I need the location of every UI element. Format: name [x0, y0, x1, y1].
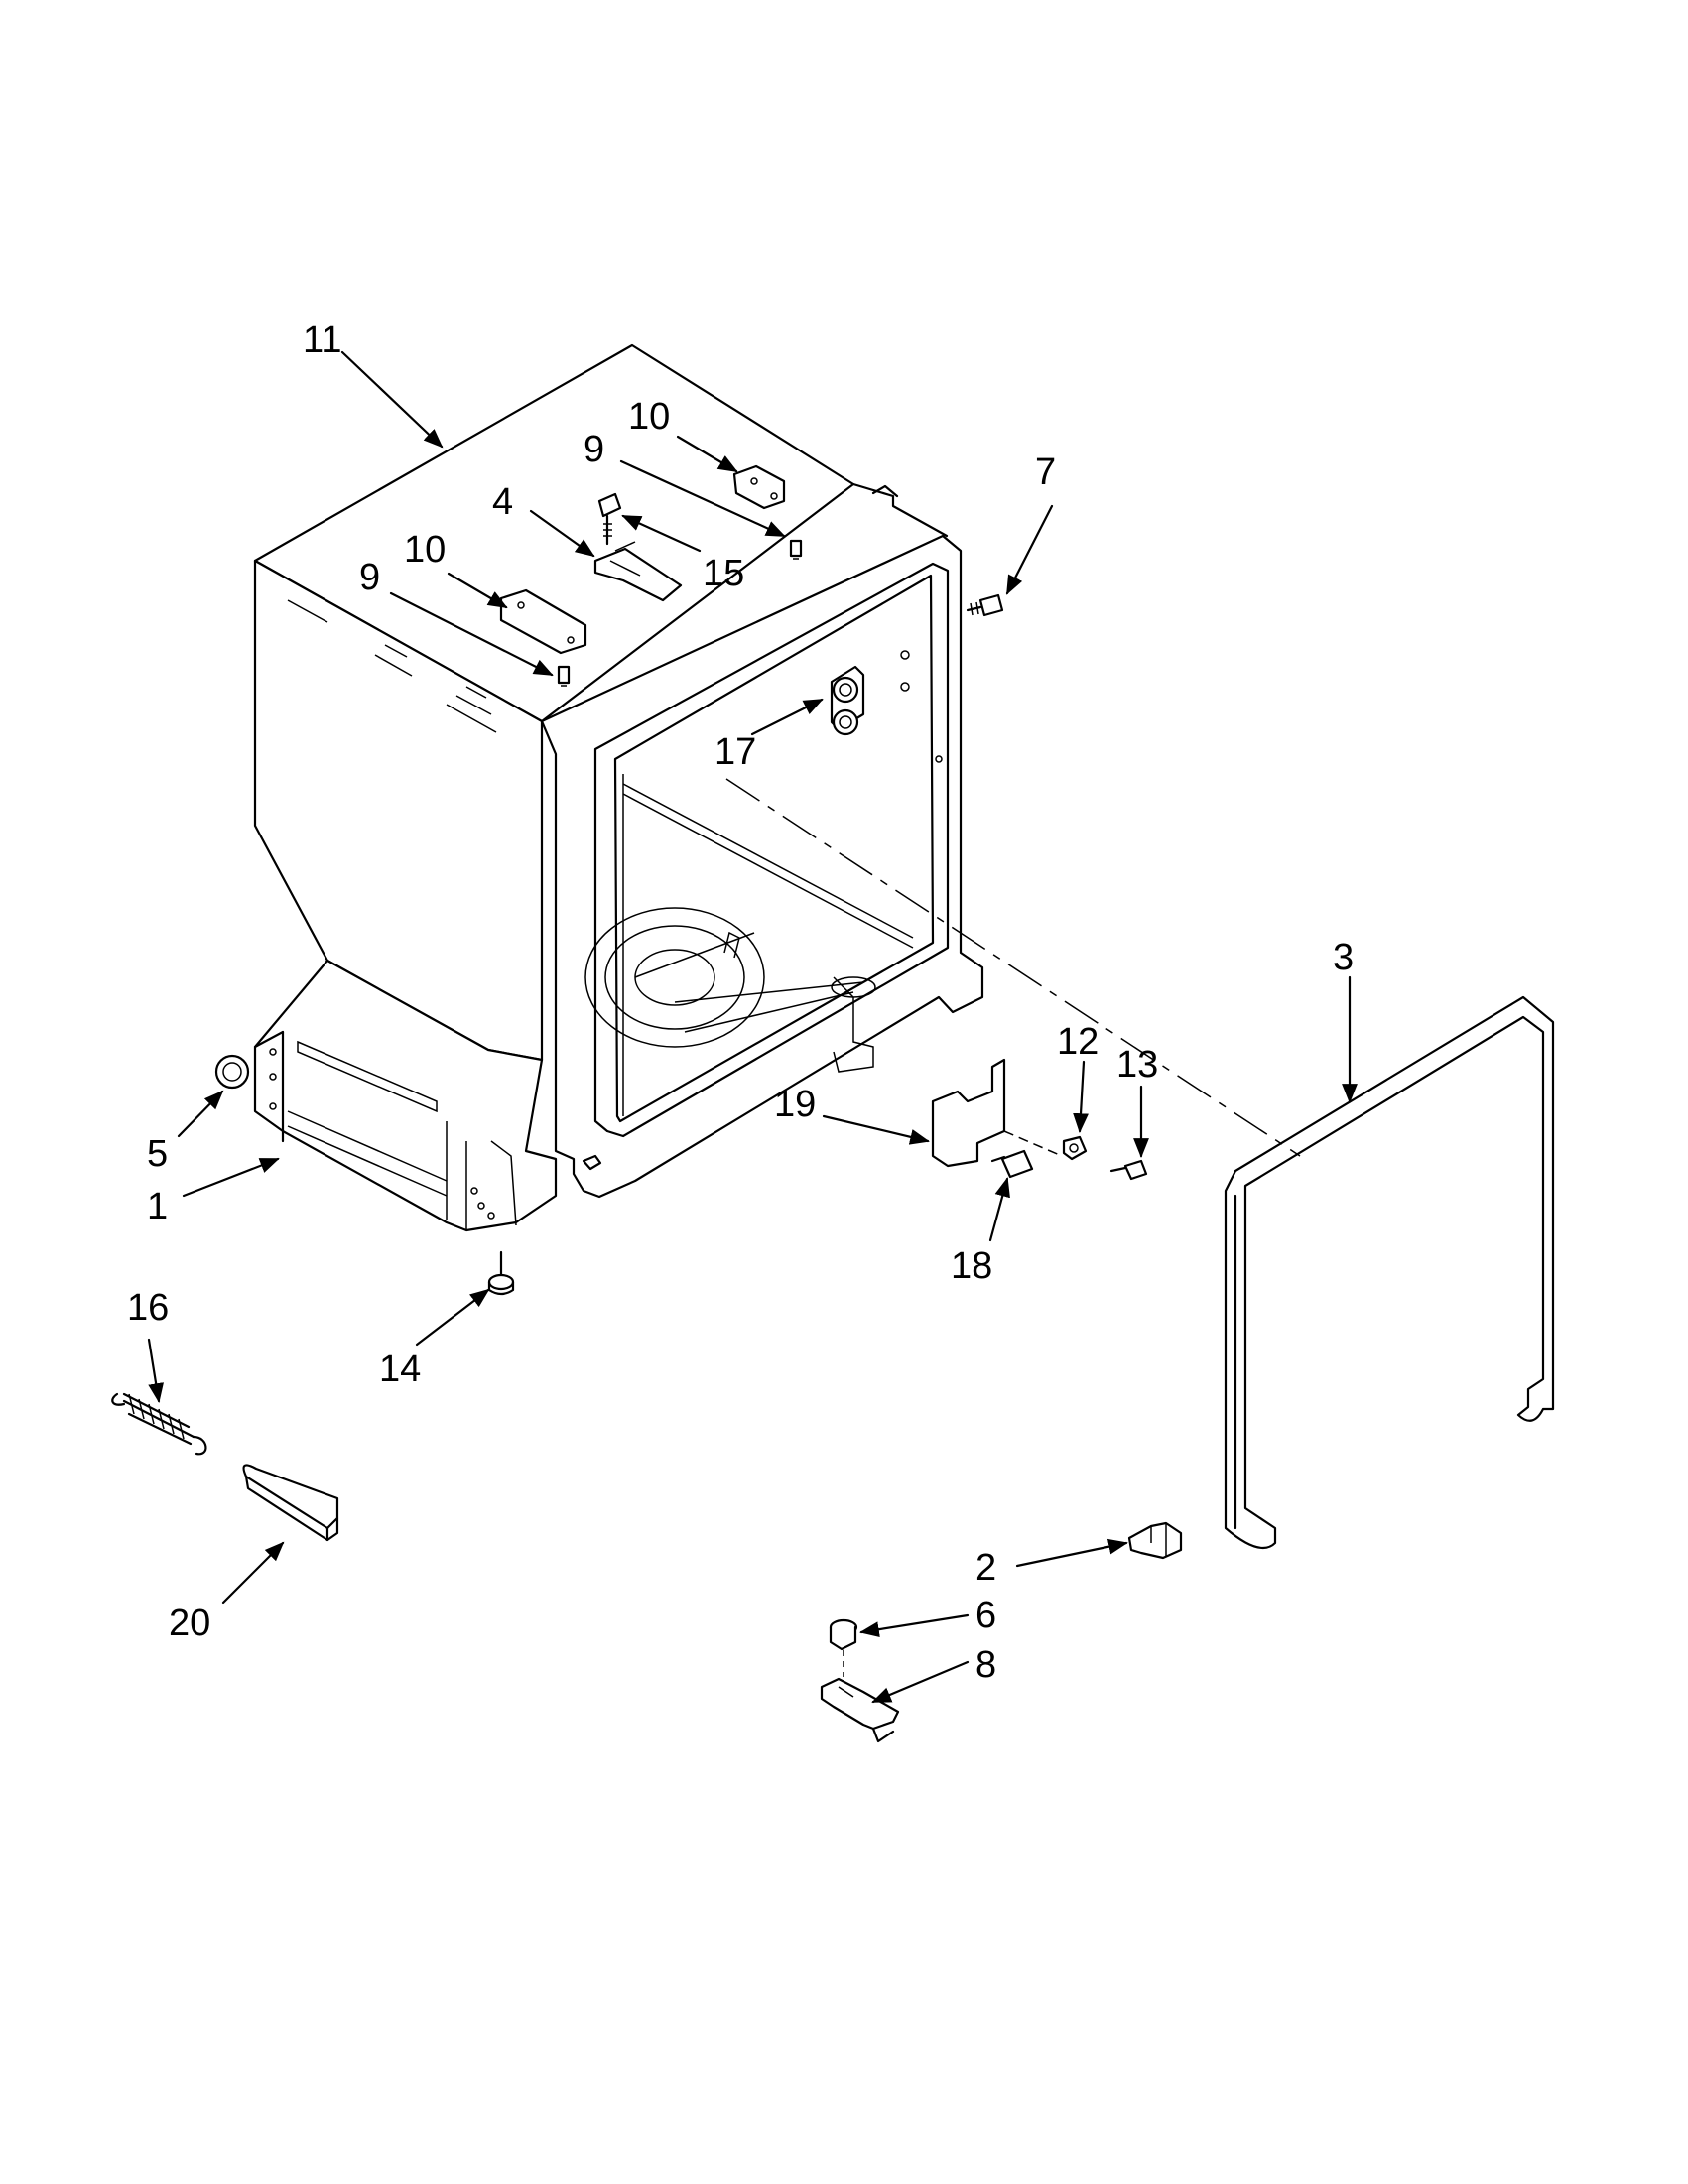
screw-part — [557, 665, 571, 687]
callout-9: 9 — [584, 429, 604, 470]
spring-part — [111, 1392, 207, 1456]
callout-11: 11 — [303, 320, 341, 361]
callout-10: 10 — [628, 396, 670, 438]
screw-part — [597, 492, 622, 546]
dishwasher-tub — [253, 343, 1301, 1232]
leader-arrow-6 — [859, 1613, 970, 1638]
leader-arrow-20 — [221, 1541, 285, 1605]
callout-8: 8 — [975, 1644, 996, 1686]
callout-12: 12 — [1057, 1021, 1099, 1063]
callout-labels: 11 10 9 7 4 15 10 9 17 3 12 13 19 5 1 18… — [127, 320, 1354, 1686]
callout-6: 6 — [975, 1595, 996, 1636]
nut-part — [214, 1054, 250, 1090]
mounting-bracket-part — [499, 588, 587, 655]
leader-lines — [147, 350, 1358, 1704]
callout-1: 1 — [147, 1186, 168, 1227]
callout-5: 5 — [147, 1133, 168, 1175]
leader-arrow-10b — [447, 572, 508, 609]
callout-19: 19 — [774, 1084, 816, 1125]
leader-arrow-14 — [415, 1288, 490, 1347]
leader-arrow-16 — [147, 1338, 164, 1403]
mounting-bracket-part — [732, 464, 786, 510]
plate-part — [593, 547, 683, 602]
leader-arrow-7 — [1005, 504, 1054, 595]
callout-3: 3 — [1333, 937, 1354, 978]
leader-arrow-9a — [619, 459, 786, 538]
callout-13: 13 — [1116, 1044, 1158, 1086]
callout-20: 20 — [169, 1603, 210, 1644]
callout-9: 9 — [359, 557, 380, 598]
leader-arrow-4 — [529, 509, 595, 558]
leader-arrow-18 — [988, 1177, 1010, 1242]
door-strike-part — [830, 665, 865, 736]
screw-part — [1109, 1159, 1148, 1181]
foot-part — [487, 1250, 515, 1296]
leader-arrow-17 — [750, 698, 824, 736]
screw-part — [990, 1149, 1034, 1179]
pad-part — [242, 1464, 339, 1542]
callout-18: 18 — [951, 1245, 992, 1287]
leader-arrow-5 — [177, 1090, 224, 1138]
callout-7: 7 — [1035, 451, 1056, 493]
callout-10: 10 — [404, 529, 446, 571]
nut-part — [1062, 1135, 1088, 1161]
door-gasket-part — [1224, 995, 1555, 1550]
leader-arrow-8 — [871, 1660, 970, 1704]
leader-arrow-9b — [389, 591, 554, 677]
leader-arrow-15 — [621, 514, 702, 553]
callout-4: 4 — [492, 481, 513, 523]
callout-2: 2 — [975, 1547, 996, 1589]
leader-arrow-10a — [676, 435, 738, 473]
leader-arrow-11 — [340, 350, 444, 449]
leader-arrow-2 — [1015, 1538, 1128, 1568]
bracket-part — [931, 1058, 1063, 1168]
screw-part — [789, 539, 803, 560]
leader-arrow-19 — [822, 1114, 930, 1145]
clip-part — [1127, 1521, 1183, 1560]
leader-arrow-1 — [182, 1157, 280, 1198]
switch-part — [829, 1618, 858, 1677]
screw-part — [966, 593, 1004, 617]
frame-holes — [900, 650, 943, 763]
callout-14: 14 — [379, 1349, 421, 1390]
leader-arrow-12 — [1073, 1060, 1089, 1133]
callout-17: 17 — [714, 731, 756, 773]
switch-bracket-part — [820, 1677, 900, 1743]
callout-15: 15 — [703, 553, 744, 594]
callout-16: 16 — [127, 1287, 169, 1329]
